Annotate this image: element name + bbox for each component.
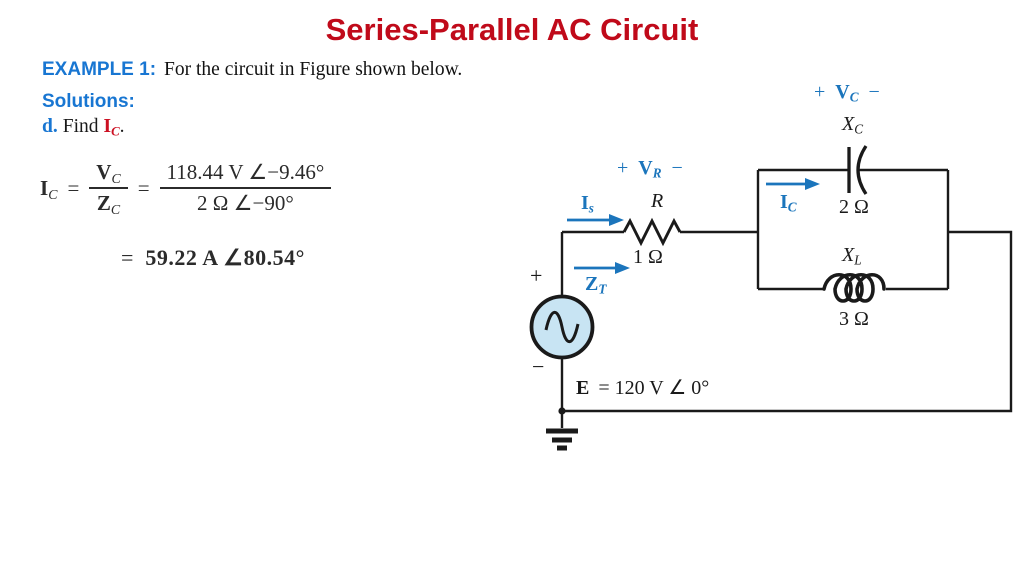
equation-result-line: = 59.22 A ∠80.54° — [121, 247, 305, 269]
find-symbol: IC. — [103, 116, 125, 139]
is-current-arrow — [567, 214, 624, 226]
resistor-name-label: R — [651, 190, 664, 212]
symbol-fraction: VC ZC — [89, 162, 128, 217]
minus-sign: − — [868, 81, 880, 103]
vr-symbol: VR — [638, 157, 662, 181]
inductor-value-label: 3 Ω — [839, 308, 869, 330]
fraction-numerator: 118.44 V ∠−9.46° — [159, 162, 332, 189]
wire — [562, 230, 1013, 413]
find-line: d. Find IC. — [42, 116, 125, 139]
solutions-label: Solutions: — [42, 91, 135, 112]
plus-sign: + — [617, 157, 629, 179]
example-text: For the circuit in Figure shown below. — [164, 59, 463, 80]
example-line: EXAMPLE 1: For the circuit in Figure sho… — [42, 60, 462, 80]
ic-current-arrow — [766, 178, 820, 190]
ic-current-label: IC — [780, 191, 797, 215]
xl-reactance-label: XL — [842, 244, 862, 268]
find-verb: Find — [62, 116, 99, 137]
minus-sign: − — [671, 157, 683, 179]
zt-impedance-arrow — [574, 262, 630, 274]
resistor-value-label: 1 Ω — [633, 246, 663, 268]
equation-line: IC = VC ZC = 118.44 V ∠−9.46° 2 Ω ∠−90° — [40, 162, 332, 217]
equation-lhs: IC — [40, 175, 58, 202]
result-value: 59.22 A ∠80.54° — [145, 245, 305, 270]
vc-voltage-label: + VC − — [814, 81, 880, 105]
vc-symbol: VC — [835, 81, 859, 105]
fraction-denominator: ZC — [96, 191, 121, 217]
equals-sign: = — [137, 175, 150, 200]
equals-sign: = — [67, 175, 80, 200]
zt-impedance-label: ZT — [585, 273, 607, 297]
solutions-line: Solutions: — [42, 92, 135, 111]
fraction-denominator: 2 Ω ∠−90° — [197, 191, 294, 215]
fraction-numerator: VC — [89, 162, 128, 189]
source-voltage-label: E= 120 V ∠ 0° — [576, 377, 710, 399]
find-item-letter: d. — [42, 116, 58, 137]
plus-sign: + — [814, 81, 826, 103]
capacitor-symbol — [856, 145, 868, 195]
example-label: EXAMPLE 1: — [42, 59, 157, 80]
resistor-symbol — [622, 217, 682, 247]
slide-title: Series-Parallel AC Circuit — [325, 12, 699, 47]
equals-sign: = — [121, 245, 134, 270]
vr-voltage-label: + VR − — [617, 157, 683, 181]
ground-symbol — [546, 428, 578, 451]
xc-reactance-label: XC — [842, 113, 864, 137]
source-plus-sign: + — [530, 263, 543, 288]
value-fraction: 118.44 V ∠−9.46° 2 Ω ∠−90° — [159, 162, 332, 215]
is-current-label: Is — [581, 192, 594, 216]
sine-wave-icon — [544, 310, 580, 344]
capacitor-value-label: 2 Ω — [839, 196, 869, 218]
source-minus-sign: − — [532, 354, 545, 379]
junction-dot — [558, 407, 566, 415]
inductor-symbol — [822, 272, 886, 303]
parallel-box — [756, 168, 950, 291]
